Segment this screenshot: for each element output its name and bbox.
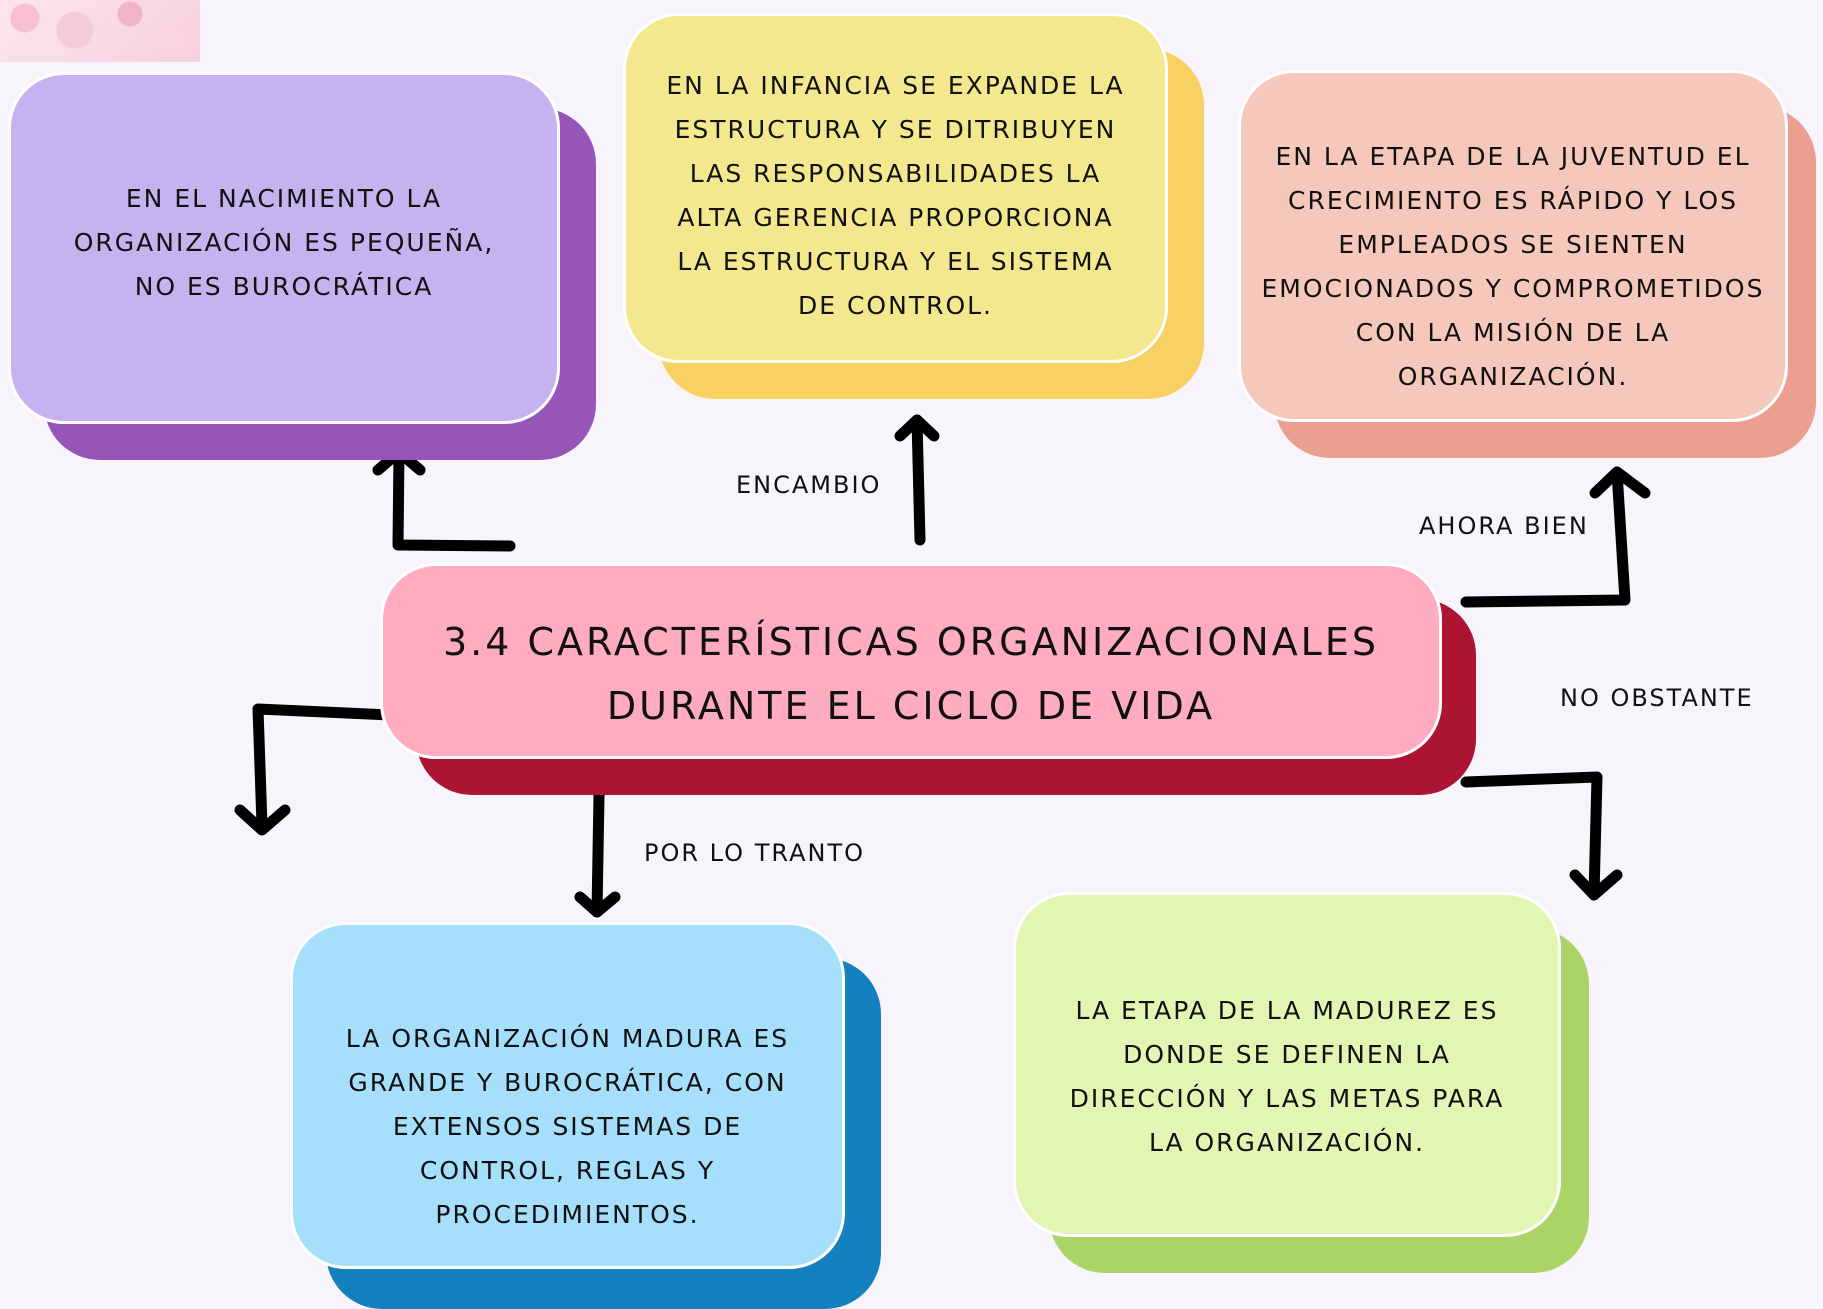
label-no-obstante: NO OBSTANTE (1560, 684, 1754, 712)
arrowhead-mature (574, 891, 621, 918)
arrow-to-youth (1460, 466, 1631, 608)
arrowhead-youth (1589, 466, 1651, 499)
youth-box-face: EN LA ETAPA DE LA JUVENTUD EL CRECIMIENT… (1238, 70, 1788, 422)
mature-box: LA ORGANIZACIÓN MADURA ES GRANDE Y BUROC… (290, 922, 881, 1309)
center-title-line2: DURANTE EL CICLO DE VIDA (606, 684, 1216, 728)
floral-decoration (0, 0, 200, 62)
center-title-line1: 3.4 CARACTERÍSTICAS ORGANIZACIONALES (443, 620, 1379, 664)
birth-box: EN EL NACIMIENTO LA ORGANIZACIÓN ES PEQU… (8, 72, 596, 460)
childhood-box: EN LA INFANCIA SE EXPANDE LA ESTRUCTURA … (623, 13, 1204, 399)
arrow-left-down (252, 703, 396, 831)
maturity-box-face: LA ETAPA DE LA MADUREZ ES DONDE SE DEFIN… (1013, 892, 1561, 1237)
maturity-box: LA ETAPA DE LA MADUREZ ES DONDE SE DEFIN… (1013, 892, 1589, 1273)
arrowhead-childhood (894, 414, 940, 442)
arrow-to-mature (591, 789, 605, 918)
childhood-text: EN LA INFANCIA SE EXPANDE LA ESTRUCTURA … (666, 71, 1125, 320)
label-por-lo-tanto: POR LO TRANTO (644, 839, 865, 867)
youth-text: EN LA ETAPA DE LA JUVENTUD EL CRECIMIENT… (1261, 142, 1765, 391)
birth-text: EN EL NACIMIENTO LA ORGANIZACIÓN ES PEQU… (73, 184, 495, 301)
arrow-to-birth (392, 446, 516, 552)
mature-text: LA ORGANIZACIÓN MADURA ES GRANDE Y BUROC… (345, 1024, 790, 1229)
birth-box-face: EN EL NACIMIENTO LA ORGANIZACIÓN ES PEQU… (8, 72, 560, 424)
arrow-to-maturity (1460, 771, 1603, 901)
label-encambio: ENCAMBIO (736, 471, 882, 499)
childhood-box-face: EN LA INFANCIA SE EXPANDE LA ESTRUCTURA … (623, 13, 1168, 363)
maturity-text: LA ETAPA DE LA MADUREZ ES DONDE SE DEFIN… (1069, 996, 1505, 1157)
youth-box: EN LA ETAPA DE LA JUVENTUD EL CRECIMIENT… (1238, 70, 1816, 458)
center-box-face: 3.4 CARACTERÍSTICAS ORGANIZACIONALES DUR… (380, 563, 1442, 759)
mature-box-face: LA ORGANIZACIÓN MADURA ES GRANDE Y BUROC… (290, 922, 845, 1269)
center-title-box: 3.4 CARACTERÍSTICAS ORGANIZACIONALES DUR… (380, 563, 1476, 795)
arrowhead-left (234, 804, 291, 836)
arrowhead-maturity (1569, 869, 1623, 901)
label-ahora-bien: AHORA BIEN (1419, 512, 1589, 540)
arrow-to-childhood (911, 414, 926, 546)
